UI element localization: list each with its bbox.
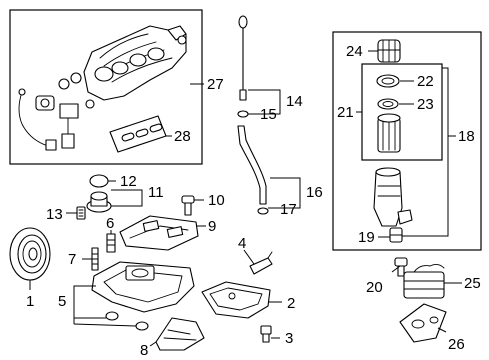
callout-16: 16 <box>306 184 323 201</box>
upper-oil-pan[interactable] <box>91 261 195 313</box>
callout-8: 8 <box>140 342 148 359</box>
callout-25: 25 <box>464 275 481 292</box>
oil-pressure-sensor-o-ring[interactable] <box>89 174 109 188</box>
callout-5: 5 <box>58 293 66 310</box>
oil-pressure-sensor[interactable] <box>86 191 112 213</box>
baffle-bolt[interactable] <box>181 195 195 216</box>
intake-manifold-frame <box>9 9 203 165</box>
cooler-bolt[interactable] <box>394 257 408 277</box>
callout-1: 1 <box>26 293 34 310</box>
callout-19: 19 <box>358 229 375 246</box>
callout-26: 26 <box>448 336 465 353</box>
dipstick-o-ring[interactable] <box>237 110 249 118</box>
leader-lines <box>29 50 462 347</box>
callout-21: 21 <box>337 104 354 121</box>
dipstick-tube-seal[interactable] <box>257 207 269 215</box>
callout-22: 22 <box>417 73 434 90</box>
cooler-gasket[interactable] <box>399 303 447 343</box>
vacuum-valve[interactable] <box>59 103 79 149</box>
lower-oil-pan[interactable] <box>201 281 271 319</box>
oil-cooler[interactable] <box>403 263 445 299</box>
oil-filter-element[interactable] <box>377 113 401 153</box>
callout-18: 18 <box>458 128 475 145</box>
oil-baffle[interactable] <box>119 215 199 251</box>
filter-seal-upper[interactable] <box>376 74 400 88</box>
small-sensors[interactable] <box>18 72 95 109</box>
housing-drain-plug[interactable] <box>389 227 403 243</box>
filter-seal-lower[interactable] <box>377 98 399 110</box>
callout-24: 24 <box>346 43 363 60</box>
callout-15: 15 <box>260 106 277 123</box>
drain-plug[interactable] <box>260 325 272 343</box>
oil-pan-seal-left[interactable] <box>105 311 119 321</box>
oil-dipstick[interactable] <box>238 15 248 101</box>
callout-20: 20 <box>366 279 383 296</box>
callout-numbers: 1 2 3 4 5 6 7 8 9 10 11 12 13 14 15 16 1… <box>26 43 481 359</box>
callout-23: 23 <box>417 96 434 113</box>
callout-12: 12 <box>120 173 137 190</box>
callout-7: 7 <box>68 251 76 268</box>
callout-28: 28 <box>174 128 191 145</box>
callout-9: 9 <box>208 218 216 235</box>
oil-pickup[interactable] <box>155 317 205 351</box>
oil-filter-cap[interactable] <box>377 39 401 63</box>
sensor-bolt[interactable] <box>76 206 86 220</box>
crankshaft-pulley[interactable] <box>9 227 51 281</box>
callout-17: 17 <box>280 201 297 218</box>
oil-filter-housing[interactable] <box>373 167 413 227</box>
oil-pan-seal-right[interactable] <box>135 321 149 331</box>
callout-6: 6 <box>106 215 114 232</box>
callout-2: 2 <box>287 295 295 312</box>
oil-filter-assembly-frame <box>332 31 482 251</box>
intake-manifold[interactable] <box>83 25 187 101</box>
callout-27: 27 <box>207 76 224 93</box>
oil-pan-plug[interactable] <box>106 233 116 253</box>
callout-10: 10 <box>208 192 225 209</box>
callout-4: 4 <box>238 235 246 252</box>
callout-13: 13 <box>46 206 63 223</box>
throttle-sensor[interactable] <box>18 91 57 151</box>
sealant-tube[interactable] <box>249 251 273 275</box>
dipstick-tube[interactable] <box>237 125 267 205</box>
callout-14: 14 <box>286 93 303 110</box>
callout-11: 11 <box>148 184 164 201</box>
intake-gasket-set[interactable] <box>109 115 167 153</box>
callout-3: 3 <box>285 330 293 347</box>
oil-pan-stud[interactable] <box>91 247 99 271</box>
